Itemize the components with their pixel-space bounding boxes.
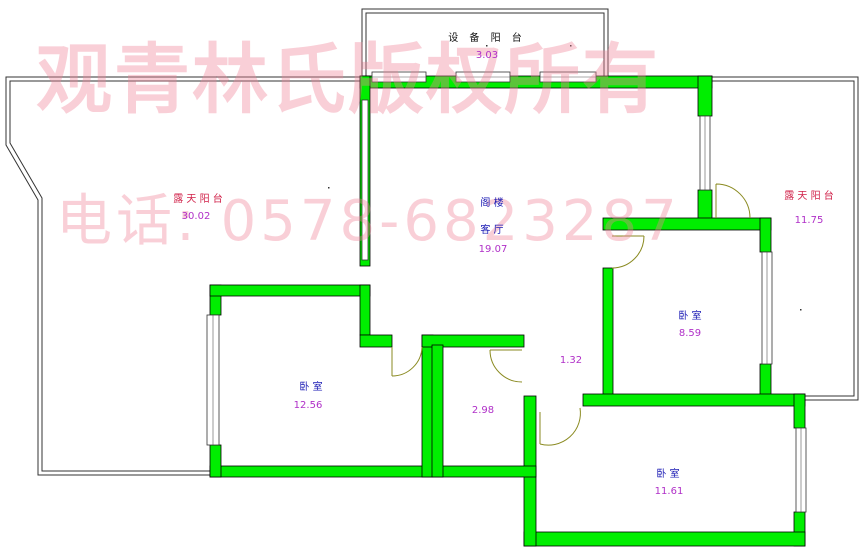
right-balcony-outline [712,76,859,401]
walls [209,75,806,547]
living-area: 19.07 [478,244,508,255]
right-balcony-name: 露 天 阳 台 [784,191,834,202]
door-left-bedroom [391,346,423,377]
door-right-bedroom [611,235,645,269]
loft-name: 阁 楼 [480,198,504,209]
equipment-balcony-area: 3.03 [475,50,499,61]
left-balcony-name: 露 天 阳 台 [173,194,223,205]
left-balcony-outline [5,76,362,476]
small-room-area: 2.98 [471,405,495,416]
hallway-area: 1.32 [559,355,583,366]
door-small-room [489,349,523,383]
right-bedroom-area: 8.59 [678,328,702,339]
right-balcony-area: 11.75 [794,215,824,226]
equipment-balcony-outline [361,8,609,78]
equipment-balcony-name: 设 备 阳 台 [448,33,526,44]
left-balcony-area: 30.02 [181,211,211,222]
right-bedroom-name: 卧 室 [678,311,702,322]
bottom-bedroom-area: 11.61 [654,486,684,497]
door-right-balcony [715,183,751,219]
doors [391,183,751,446]
window-mullions [212,76,802,512]
marks [328,45,802,311]
door-bottom-bedroom [539,407,581,446]
left-bedroom-name: 卧 室 [299,382,323,393]
left-bedroom-area: 12.56 [293,400,323,411]
bottom-bedroom-name: 卧 室 [656,469,680,480]
living-name: 客 厅 [480,225,504,236]
